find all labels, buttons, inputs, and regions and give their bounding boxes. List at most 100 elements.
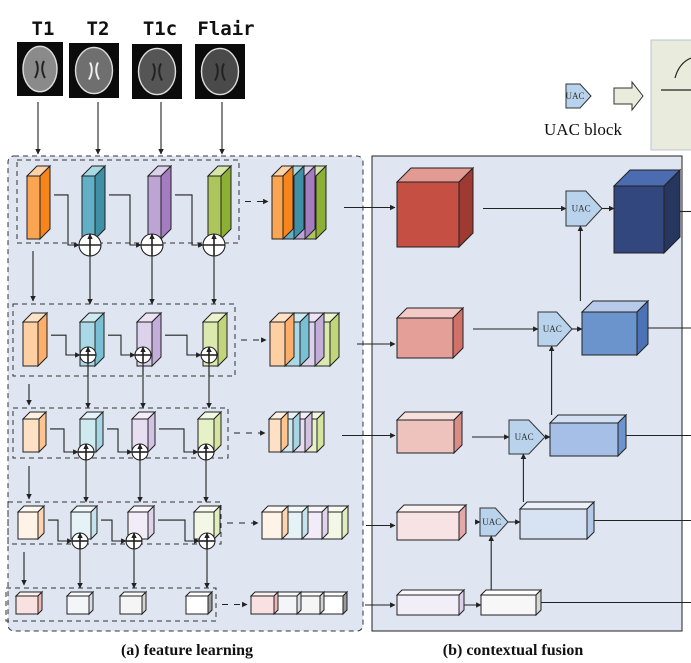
skip-connection (50, 428, 79, 455)
fused-block-4-front (519, 508, 588, 540)
skip-connection (165, 334, 202, 358)
fused-block-4-top (518, 501, 596, 510)
feature-map-l5-m4-front (185, 595, 209, 615)
skip-connection (107, 428, 133, 455)
feature-map-l4-m2-side (90, 504, 98, 541)
fused-block-4 (518, 500, 596, 541)
concat-l1-m1-front (271, 175, 284, 240)
feature-map-l1-m3-side (160, 164, 172, 241)
uac-block-icon (565, 83, 592, 109)
add-node-1-2 (140, 233, 164, 257)
ventricles (34, 60, 46, 79)
feature-map-l5-m2 (65, 590, 95, 616)
uac-legend: UAC UAC block (544, 39, 691, 151)
feature-map-l5-m2-side (88, 590, 94, 616)
context-block-3-side (453, 410, 463, 455)
context-block-2-top (395, 307, 465, 319)
uac-block-3: UAC (508, 419, 546, 455)
context-block-1-side (458, 166, 474, 249)
fused-block-3-side (617, 413, 627, 458)
brain-slice (200, 47, 240, 96)
modality-label-t1c: T1c (143, 18, 177, 40)
concat-l4-m4-side (341, 504, 349, 541)
skip-connection (108, 334, 136, 358)
ventricles (151, 63, 163, 81)
feature-map-l4-m3 (126, 504, 156, 541)
feature-map-l3-m3 (130, 410, 157, 454)
feature-map-l3-m4-side (213, 410, 222, 454)
feature-map-l5-m1-side (37, 590, 43, 616)
context-block-3 (395, 410, 464, 455)
fused-block-3-top (548, 414, 628, 424)
context-block-4-front (396, 511, 460, 541)
feature-map-l1-m2-side (94, 164, 106, 241)
fused-block-2 (580, 299, 650, 357)
concat-l1-m3-side (304, 164, 316, 241)
concat-l5-m1-front (250, 595, 275, 615)
uac-block-icon (508, 419, 546, 455)
concat-l4-m1-front (261, 511, 283, 540)
feature-map-l4-m4 (192, 504, 222, 541)
concat-l5-m4 (318, 590, 349, 616)
feature-map-l2-m3-side (151, 311, 162, 368)
skip-connection (51, 334, 81, 358)
concat-l5-m1-side (273, 590, 279, 616)
mri-images (17, 42, 245, 99)
context-block-4 (395, 503, 468, 542)
ventricles (88, 62, 100, 80)
context-block-5-top (395, 589, 466, 596)
concat-l1-m2-side (293, 164, 305, 241)
feature-map-l1-m1 (25, 164, 52, 241)
feature-map-l3-m2-side (95, 410, 104, 454)
skip-connection (175, 194, 204, 248)
modality-label-t1: T1 (32, 18, 55, 40)
fused-block-1-front (613, 185, 665, 254)
concat-l3-m1-front (268, 418, 282, 453)
diagram-content: UAC UAC UAC UAC (5, 102, 691, 622)
fused-block-5-front (480, 594, 537, 616)
feature-map-l3-m1 (21, 410, 48, 454)
context-block-5-side (458, 588, 465, 617)
feature-map-l1-m2 (80, 164, 107, 241)
mri-image-flair (195, 44, 245, 99)
feature-map-l2-m4 (201, 311, 229, 368)
level-2-encoder-group (12, 303, 236, 377)
uac-block-icon (479, 507, 509, 537)
uac-block-text: UAC (572, 204, 591, 214)
level-5-encoder-group (5, 587, 217, 622)
concat-l3-m3-side (304, 410, 313, 454)
uac-block-text: UAC (482, 517, 501, 527)
feature-map-l2-m2-side (94, 311, 105, 368)
uac-detail-panel (650, 39, 691, 151)
skip-connection (109, 194, 142, 248)
fused-block-3-front (549, 422, 619, 457)
concat-l5-m3 (295, 590, 326, 616)
feature-map-l3-m2 (78, 410, 105, 454)
feature-map-l3-m1-side (38, 410, 47, 454)
uac-detail-curve (674, 57, 691, 79)
modality-label-flair: Flair (197, 18, 254, 40)
uac-block-icon (565, 190, 603, 227)
fused-block-1 (612, 168, 682, 255)
level-3-encoder-group (12, 407, 229, 459)
fused-block-3 (548, 413, 628, 458)
concat-l4-m2-side (301, 504, 309, 541)
brain-slice (74, 46, 114, 95)
feature-map-l2-m1-front (22, 321, 39, 367)
right-arrow-icon (613, 80, 644, 112)
skip-connection (54, 194, 80, 248)
feature-map-l2-m1-side (37, 311, 48, 368)
concat-l5-m2-side (296, 590, 302, 616)
concat-l2-m3-side (314, 311, 325, 368)
uac-block-text: UAC (515, 432, 534, 442)
fused-block-2-front (581, 311, 638, 356)
context-block-1-front (396, 181, 460, 248)
feature-map-l3-m3-side (147, 410, 156, 454)
ventricles (214, 63, 226, 81)
context-block-5 (395, 588, 466, 617)
concat-l3-m2-side (292, 410, 301, 454)
feature-map-l5-m3-front (119, 595, 143, 615)
feature-map-l5-m4 (184, 590, 214, 616)
feature-map-l1-m1-side (39, 164, 51, 241)
uac-block-2: UAC (537, 311, 573, 347)
